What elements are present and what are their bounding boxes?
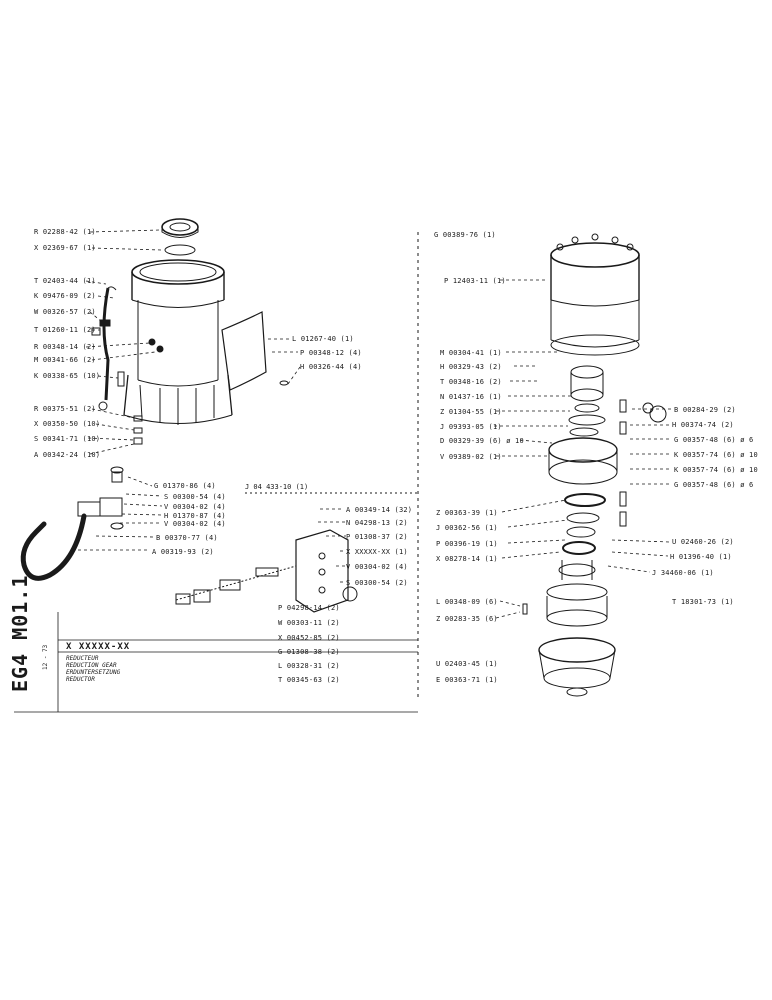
part-label: S 00300-54 (2) (346, 579, 408, 587)
part-label: L 00348-09 (6) (436, 598, 498, 606)
part-label: S 00300-54 (4) (164, 493, 226, 501)
drawing-code: EG4 M01.1 (8, 574, 32, 692)
part-label: M 00341-66 (2) (34, 356, 96, 364)
part-label: G 01370-86 (4) (154, 482, 216, 490)
sub-assembly-ref: J 04 433-10 (1) (245, 483, 309, 491)
part-label: X XXXXX-XX (1) (346, 548, 408, 556)
part-label: V 00304-02 (4) (346, 563, 408, 571)
part-label: A 00349-14 (32) (346, 506, 413, 514)
part-label: T 01260-11 (2) (34, 326, 96, 334)
description-en: REDUCTION GEAR (66, 662, 117, 669)
part-label: H 00329-43 (2) (440, 363, 502, 371)
part-label: H 00374-74 (2) (672, 421, 734, 429)
part-label: E 00363-71 (1) (436, 676, 498, 684)
part-label: P 12403-11 (1) (444, 277, 506, 285)
part-label: H 01396-40 (1) (670, 553, 732, 561)
assembly-ref: X XXXXX-XX (66, 642, 131, 652)
part-label: P 01308-37 (2) (346, 533, 408, 541)
part-label: H 00326-44 (4) (300, 363, 362, 371)
part-label: T 18301-73 (1) (672, 598, 734, 606)
description-fr: REDUCTEUR (66, 655, 99, 662)
part-label: K 09476-09 (2) (34, 292, 96, 300)
part-label: Z 00283-35 (6) (436, 615, 498, 623)
part-label: V 00304-02 (4) (164, 520, 226, 528)
part-label: R 00348-14 (2) (34, 343, 96, 351)
drawing-date: 12 - 73 (42, 644, 49, 670)
part-label: V 00304-02 (4) (164, 503, 226, 511)
part-label: N 04298-13 (2) (346, 519, 408, 527)
part-label: N 01437-16 (1) (440, 393, 502, 401)
part-label: B 00284-29 (2) (674, 406, 736, 414)
description-de: ERDUNTERSETZUNG (66, 669, 121, 676)
part-label: R 00375-51 (2) (34, 405, 96, 413)
part-label: U 02403-45 (1) (436, 660, 498, 668)
part-label: K 00357-74 (6) ø 10 (674, 451, 758, 459)
housing-illustration (91, 218, 289, 445)
part-label: X 08278-14 (1) (436, 555, 498, 563)
part-label: H 01370-87 (4) (164, 512, 226, 520)
leader-lines (78, 229, 672, 619)
part-label: S 00341-71 (10) (34, 435, 101, 443)
part-label: R 02288-42 (1) (34, 228, 96, 236)
part-label: W 00326-57 (2) (34, 308, 96, 316)
part-label: T 02403-44 (1) (34, 277, 96, 285)
valve-illustration (20, 466, 124, 581)
part-label: G 01308-38 (2) (278, 648, 340, 656)
part-label: G 00389-76 (1) (434, 231, 496, 239)
part-label: T 00348-16 (2) (440, 378, 502, 386)
part-label: L 01267-40 (1) (292, 335, 354, 343)
part-label: J 00362-56 (1) (436, 524, 498, 532)
part-label: L 00328-31 (2) (278, 662, 340, 670)
part-label: P 00396-19 (1) (436, 540, 498, 548)
part-label: X 00452-85 (2) (278, 634, 340, 642)
part-label: G 00357-48 (6) ø 6 (674, 436, 754, 444)
part-label: T 00345-63 (2) (278, 676, 340, 684)
part-label: U 02460-26 (2) (672, 538, 734, 546)
part-label: W 00303-11 (2) (278, 619, 340, 627)
part-label: P 00348-12 (4) (300, 349, 362, 357)
part-label: K 00338-65 (10) (34, 372, 101, 380)
part-label: X 00350-50 (10) (34, 420, 101, 428)
part-label: G 00357-48 (6) ø 6 (674, 481, 754, 489)
part-label: J 34460-06 (1) (652, 569, 714, 577)
description-es: REDUCTOR (66, 676, 95, 683)
part-label: P 04298-14 (2) (278, 604, 340, 612)
part-label: Z 00363-39 (1) (436, 509, 498, 517)
part-label: V 09389-02 (1) (440, 453, 502, 461)
part-label: A 00319-93 (2) (152, 548, 214, 556)
part-label: D 00329-39 (6) ø 10 (440, 437, 524, 445)
block-illustration (175, 529, 358, 613)
part-label: Z 01304-55 (1) (440, 408, 502, 416)
part-label: X 02369-67 (1) (34, 244, 96, 252)
part-label: A 00342-24 (10) (34, 451, 101, 459)
part-label: B 00370-77 (4) (156, 534, 218, 542)
reducer-illustration (522, 233, 667, 697)
part-label: J 09393-05 (1) (440, 423, 502, 431)
part-label: K 00357-74 (6) ø 10 (674, 466, 758, 474)
part-label: M 00304-41 (1) (440, 349, 502, 357)
